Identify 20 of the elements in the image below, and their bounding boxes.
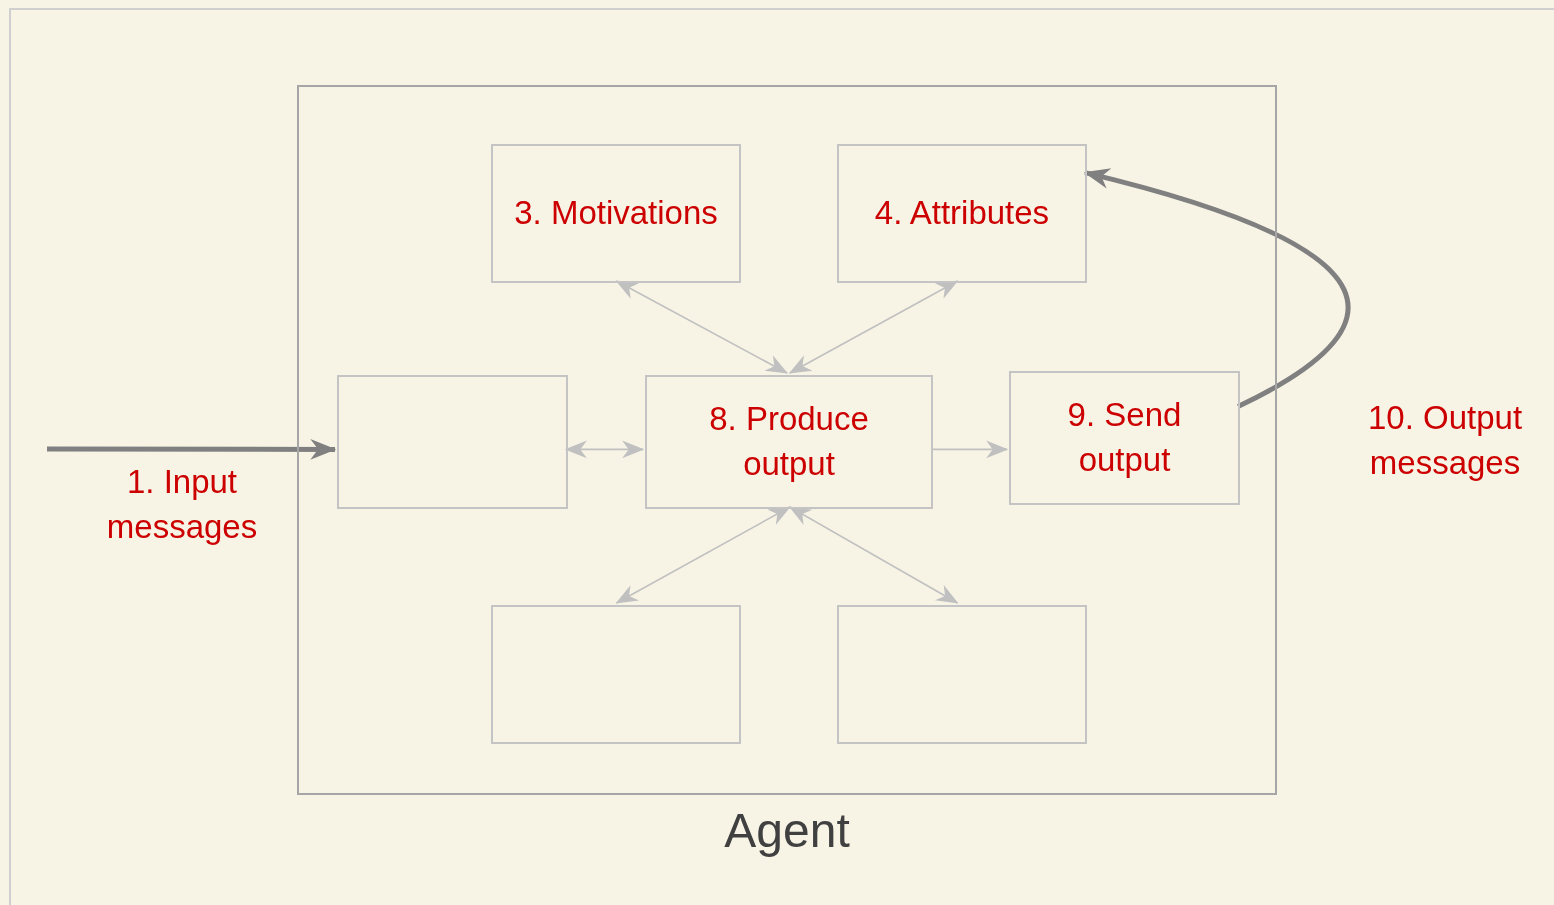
arrow	[788, 506, 959, 604]
container-title: Agent	[724, 805, 850, 858]
empty-box	[837, 605, 1087, 744]
arrow	[930, 440, 1009, 459]
arrow	[564, 440, 645, 459]
arrow	[615, 506, 791, 604]
arrow	[615, 280, 788, 374]
empty-box	[337, 375, 568, 509]
empty-box	[491, 605, 741, 744]
arrow	[788, 280, 959, 374]
node-label: 8. Produce output	[708, 399, 870, 484]
node-label: 9. Send output	[1066, 395, 1183, 480]
arrow	[47, 438, 337, 460]
node-label: 3. Motivations	[514, 193, 718, 234]
arrow	[1083, 168, 1351, 409]
node-label: 4. Attributes	[874, 193, 1050, 234]
process-box	[645, 375, 933, 509]
process-box	[1009, 371, 1240, 505]
process-box	[491, 144, 741, 283]
process-box	[837, 144, 1087, 283]
